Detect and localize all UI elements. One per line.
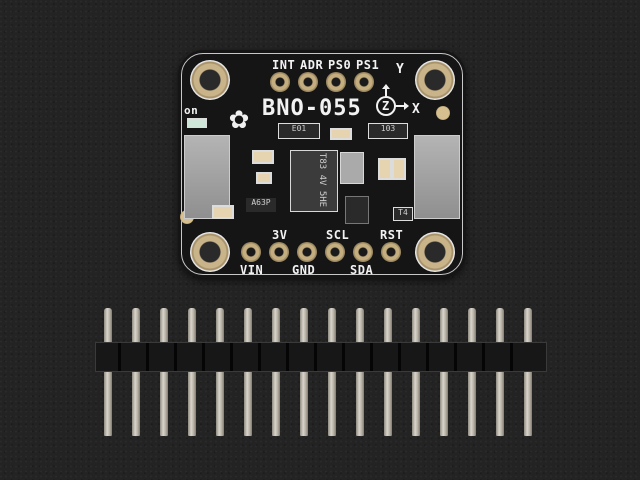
bno055-main-ic: T83 4V 5HE: [290, 150, 338, 212]
header-pin: [412, 308, 420, 436]
transistor-t4: T4: [393, 207, 413, 221]
pad-3v: [269, 242, 289, 262]
header-divider: [314, 343, 317, 371]
pad-ps0: [326, 72, 346, 92]
mounting-hole-bottom-left: [190, 232, 230, 272]
pad-sda: [353, 242, 373, 262]
smd-capacitor: [330, 128, 352, 140]
smd-resistor: [378, 158, 392, 180]
stemma-qt-connector-right[interactable]: [414, 135, 460, 219]
pin-label-ps1: PS1: [356, 58, 380, 72]
axis-z-label: Z: [382, 99, 390, 113]
led-label: on: [184, 104, 199, 117]
header-divider: [426, 343, 429, 371]
header-pin: [356, 308, 364, 436]
header-pin: [328, 308, 336, 436]
axis-y-label: Y: [396, 62, 405, 77]
header-divider: [202, 343, 205, 371]
header-divider: [454, 343, 457, 371]
mounting-hole-top-left: [190, 60, 230, 100]
mounting-hole-top-right: [415, 60, 455, 100]
header-divider: [230, 343, 233, 371]
pin-label-rst: RST: [380, 228, 404, 242]
header-divider: [258, 343, 261, 371]
pad-scl: [325, 242, 345, 262]
axis-x-label: X: [412, 102, 421, 117]
pin-label-gnd: GND: [292, 263, 316, 277]
pad-vin: [241, 242, 261, 262]
resistor-pack-e01: E01: [278, 123, 320, 139]
regulator-marking: A63P: [251, 198, 271, 207]
pin-label-sda: SDA: [350, 263, 374, 277]
smd-capacitor: [252, 150, 274, 164]
pad-ps1: [354, 72, 374, 92]
header-pin: [300, 308, 308, 436]
header-pin: [496, 308, 504, 436]
voltage-regulator: A63P: [246, 198, 276, 212]
pin-label-scl: SCL: [326, 228, 350, 242]
header-pin: [440, 308, 448, 436]
header-divider: [510, 343, 513, 371]
smd-resistor: [212, 205, 234, 219]
smd-capacitor: [256, 172, 272, 184]
adafruit-flower-logo-icon: ✿: [229, 98, 249, 136]
header-divider: [174, 343, 177, 371]
header-pin: [216, 308, 224, 436]
resistor-pack-103-label: 103: [380, 124, 396, 133]
level-shifter-ic: [345, 196, 369, 224]
pin-label-3v: 3V: [272, 228, 288, 242]
header-pin: [132, 308, 140, 436]
pin-label-adr: ADR: [300, 58, 324, 72]
header-pin: [524, 308, 532, 436]
header-divider: [482, 343, 485, 371]
pad-gnd: [297, 242, 317, 262]
mounting-hole-bottom-right: [415, 232, 455, 272]
main-ic-marking: T83 4V 5HE: [317, 152, 328, 208]
pin-label-ps0: PS0: [328, 58, 352, 72]
header-divider: [146, 343, 149, 371]
pad-rst: [381, 242, 401, 262]
transistor-marking: T4: [398, 208, 408, 217]
header-plastic-bar: [95, 342, 547, 372]
pin-label-int: INT: [272, 58, 296, 72]
pin-label-vin: VIN: [240, 263, 264, 277]
header-divider: [118, 343, 121, 371]
header-pin: [244, 308, 252, 436]
smd-resistor: [392, 158, 406, 180]
power-led: [187, 118, 207, 128]
header-divider: [342, 343, 345, 371]
pad-adr: [298, 72, 318, 92]
resistor-pack-e01-label: E01: [291, 124, 307, 133]
header-pin: [160, 308, 168, 436]
header-divider: [398, 343, 401, 371]
axis-orientation-icon: [376, 84, 409, 116]
header-pin: [384, 308, 392, 436]
header-pin: [272, 308, 280, 436]
fiducial-pad: [436, 106, 450, 120]
resistor-pack-103: 103: [368, 123, 408, 139]
header-divider: [286, 343, 289, 371]
board-title: BNO-055: [262, 96, 362, 121]
header-pin: [188, 308, 196, 436]
header-divider: [370, 343, 373, 371]
header-pin: [104, 308, 112, 436]
crystal-oscillator: [340, 152, 364, 184]
header-pin: [468, 308, 476, 436]
pad-int: [270, 72, 290, 92]
